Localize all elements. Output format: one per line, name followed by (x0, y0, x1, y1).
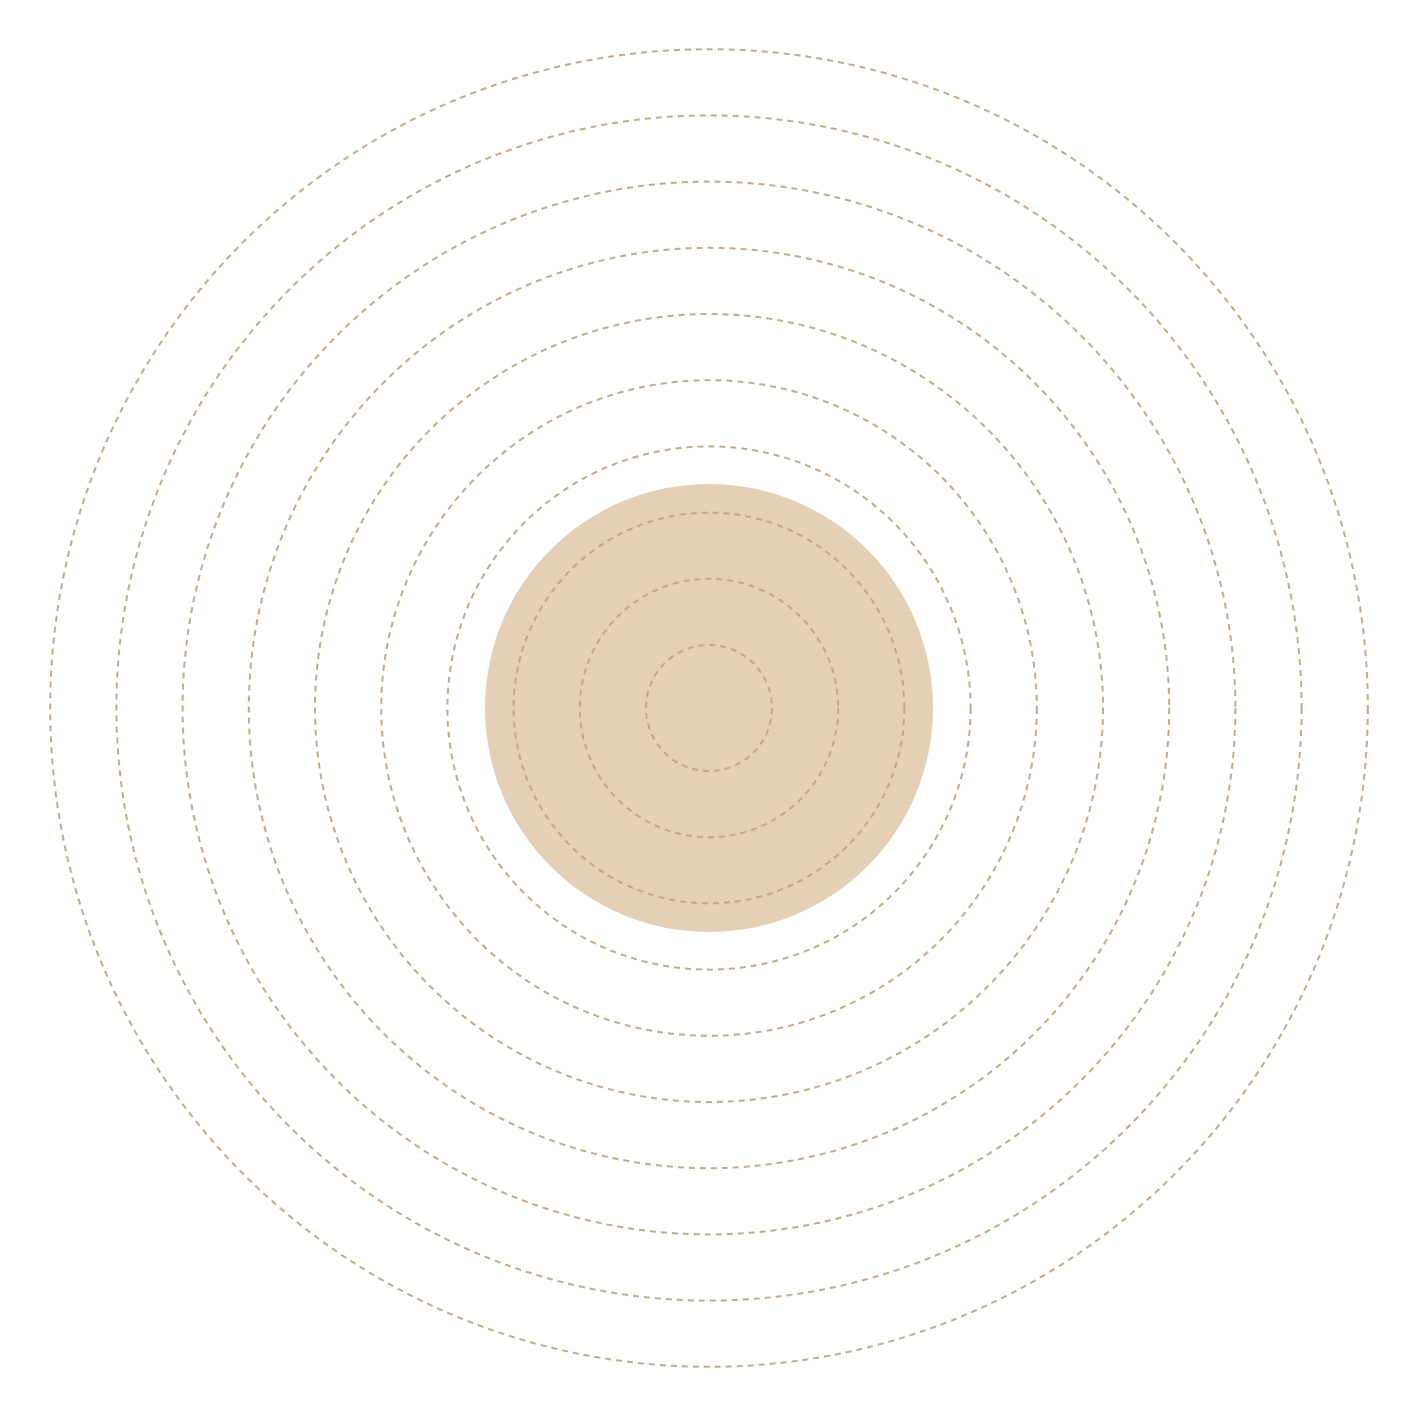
dashed-ring-2 (578, 577, 840, 839)
dashed-ring-9 (115, 114, 1303, 1302)
dashed-ring-5 (380, 379, 1038, 1037)
dashed-ring-3 (512, 511, 906, 905)
dashed-ring-6 (314, 313, 1104, 1103)
dashed-ring-7 (247, 246, 1171, 1170)
dashed-ring-1 (645, 644, 773, 772)
dashed-ring-8 (181, 180, 1237, 1236)
dashed-ring-4 (446, 445, 972, 971)
dashed-ring-10 (49, 48, 1369, 1368)
rings-group (49, 48, 1369, 1368)
center-disc (485, 484, 933, 932)
